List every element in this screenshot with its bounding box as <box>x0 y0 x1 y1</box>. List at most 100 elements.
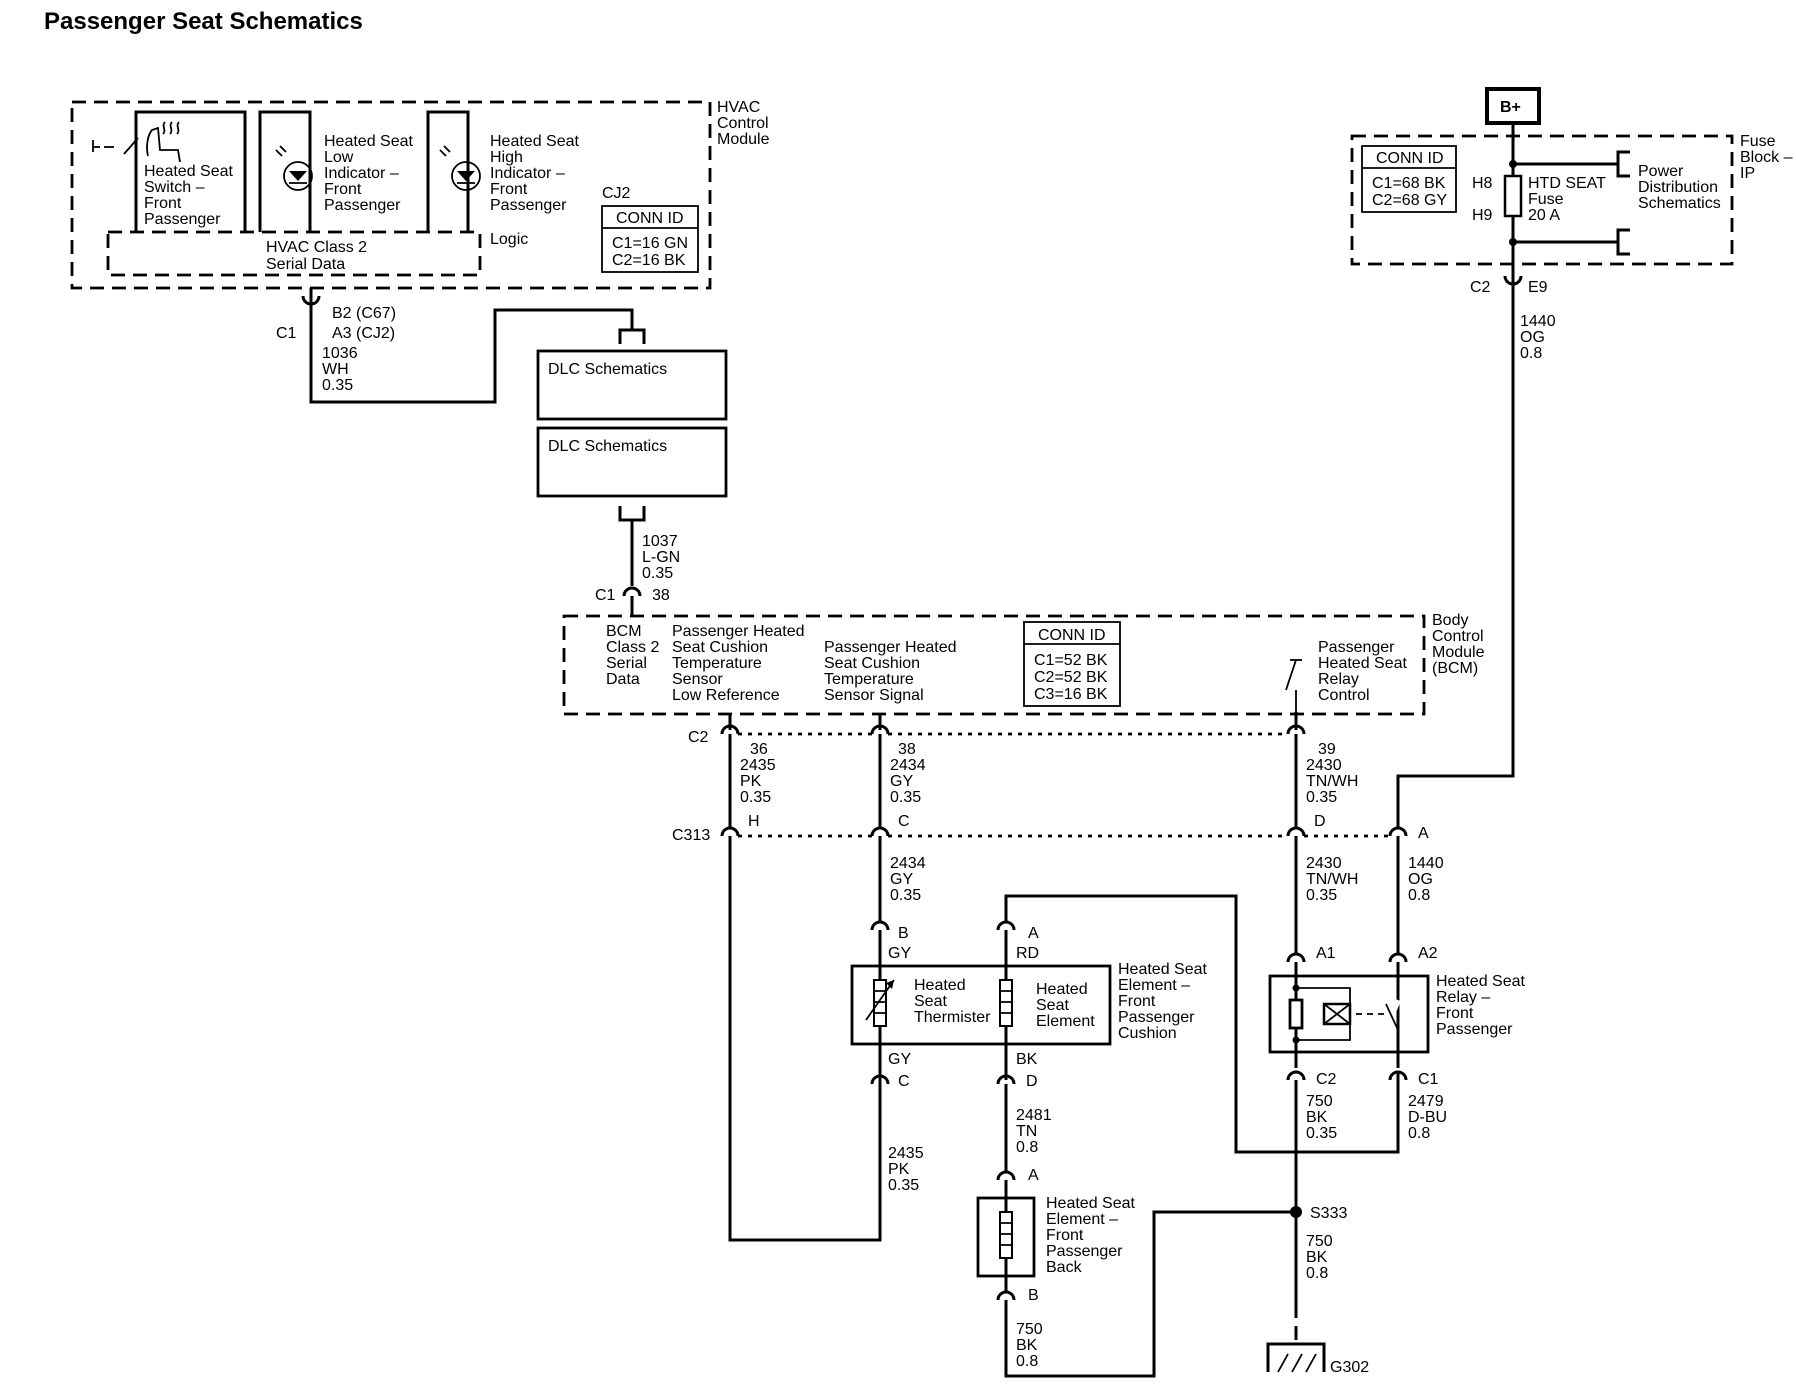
pin-a3-label: A3 (CJ2) <box>332 325 395 342</box>
svg-text:0.8: 0.8 <box>1306 1265 1328 1282</box>
page-title: Passenger Seat Schematics <box>44 8 363 35</box>
svg-text:TN/WH: TN/WH <box>1306 773 1358 790</box>
svg-text:C2=16 BK: C2=16 BK <box>612 252 686 269</box>
svg-text:Class 2: Class 2 <box>606 639 659 656</box>
svg-text:Power: Power <box>1638 163 1684 180</box>
logic-label: Logic <box>490 231 528 248</box>
svg-text:0.35: 0.35 <box>322 377 353 394</box>
svg-text:OG: OG <box>1408 871 1433 888</box>
c313-pin-c: C <box>898 813 910 830</box>
low-indicator-label: Heated Seat Low Indicator – Front Passen… <box>324 133 414 214</box>
svg-text:2430: 2430 <box>1306 855 1342 872</box>
svg-text:2430: 2430 <box>1306 757 1342 774</box>
wire-2481-label: 2481 TN 0.8 <box>1016 1107 1052 1156</box>
back-heater-element-icon <box>999 1211 1013 1259</box>
svg-text:Seat Cushion: Seat Cushion <box>672 639 768 656</box>
thermistor-label: Heated Seat Thermister <box>914 977 991 1026</box>
svg-text:C2=68 GY: C2=68 GY <box>1372 192 1447 209</box>
svg-text:2434: 2434 <box>890 757 926 774</box>
svg-text:Cushion: Cushion <box>1118 1025 1177 1042</box>
pin-e9-label: E9 <box>1528 279 1548 296</box>
cushion-pin-c: C <box>898 1073 910 1090</box>
svg-text:20 A: 20 A <box>1528 207 1560 224</box>
svg-text:Seat: Seat <box>914 993 947 1010</box>
svg-text:Heated Seat: Heated Seat <box>490 133 580 150</box>
svg-text:Heated Seat: Heated Seat <box>1436 973 1526 990</box>
svg-text:OG: OG <box>1520 329 1545 346</box>
svg-text:C1=16 GN: C1=16 GN <box>612 235 688 252</box>
svg-text:0.8: 0.8 <box>1408 887 1430 904</box>
cj2-label: CJ2 <box>602 185 631 202</box>
svg-text:0.8: 0.8 <box>1408 1125 1430 1142</box>
svg-text:C3=16 BK: C3=16 BK <box>1034 686 1108 703</box>
svg-text:0.8: 0.8 <box>1016 1353 1038 1370</box>
relay-pin-a1: A1 <box>1316 945 1336 962</box>
hvac-conn-id-table: CONN ID C1=16 GN C2=16 BK <box>601 205 699 273</box>
hvac-serial-data-label: HVAC Class 2 Serial Data <box>266 239 367 273</box>
svg-text:Indicator –: Indicator – <box>490 165 565 182</box>
relay-label: Heated Seat Relay – Front Passenger <box>1436 973 1526 1038</box>
cushion-heater-label: Heated Seat Element <box>1036 981 1095 1030</box>
svg-text:Element –: Element – <box>1118 977 1190 994</box>
svg-text:Sensor: Sensor <box>672 671 723 688</box>
bcm-serial-data-label: BCM Class 2 Serial Data <box>606 623 659 688</box>
cushion-pin-a: A <box>1028 925 1039 942</box>
svg-text:Block –: Block – <box>1740 149 1793 166</box>
htd-seat-fuse-icon <box>1503 174 1523 218</box>
svg-text:Passenger: Passenger <box>490 197 567 214</box>
heater-element-icon <box>999 979 1013 1027</box>
svg-text:L-GN: L-GN <box>642 549 680 566</box>
svg-text:Control: Control <box>1432 628 1484 645</box>
fuse-block-ip: Fuse Block – IP CONN ID C1=68 BK C2=68 G… <box>1350 133 1793 290</box>
svg-text:Passenger Heated: Passenger Heated <box>824 639 957 656</box>
wire-2434-lower-label: 2434 GY 0.35 <box>890 855 926 904</box>
svg-text:Module: Module <box>1432 644 1485 661</box>
svg-text:Front: Front <box>324 181 362 198</box>
cushion-element: B GY A RD Heated Seat Thermister Heated … <box>850 920 1208 1090</box>
c313-connector: C313 H C D A <box>672 813 1429 844</box>
hvac-control-module: HVAC Control Module Heated Seat Switch –… <box>70 99 770 290</box>
svg-text:Sensor Signal: Sensor Signal <box>824 687 924 704</box>
svg-text:Temperature: Temperature <box>672 655 762 672</box>
wire-750-ground-label: 750 BK 0.8 <box>1306 1233 1333 1282</box>
wire-1440-lower-label: 1440 OG 0.8 <box>1408 855 1444 904</box>
back-element-label: Heated Seat Element – Front Passenger Ba… <box>1046 1195 1136 1276</box>
wire-2430-lower-label: 2430 TN/WH 0.35 <box>1306 855 1358 904</box>
svg-text:750: 750 <box>1306 1233 1333 1250</box>
svg-text:DLC Schematics: DLC Schematics <box>548 438 667 455</box>
sensor-signal-label: Passenger Heated Seat Cushion Temperatur… <box>824 639 957 704</box>
svg-text:Serial: Serial <box>606 655 647 672</box>
svg-text:Passenger: Passenger <box>1318 639 1395 656</box>
wire-1036 <box>309 288 634 404</box>
svg-text:Switch –: Switch – <box>144 179 205 196</box>
cushion-pin-b: B <box>898 925 909 942</box>
bcm-c2-connector: C2 36 38 39 <box>688 724 1336 758</box>
wire-2430-upper-label: 2430 TN/WH 0.35 <box>1306 757 1358 806</box>
wire-2434-upper-label: 2434 GY 0.35 <box>890 757 926 806</box>
c313-label: C313 <box>672 827 710 844</box>
cushion-gy-bottom: GY <box>888 1051 911 1068</box>
svg-text:0.8: 0.8 <box>1016 1139 1038 1156</box>
wire-750-back-label: 750 BK 0.8 <box>1016 1321 1043 1370</box>
cushion-bk: BK <box>1016 1051 1038 1068</box>
seat-heater-icon <box>146 121 181 163</box>
hvac-connector: C1 B2 (C67) A3 (CJ2) <box>276 295 396 342</box>
svg-text:2435: 2435 <box>888 1145 924 1162</box>
svg-text:CONN ID: CONN ID <box>1376 150 1444 167</box>
svg-text:750: 750 <box>1016 1321 1043 1338</box>
svg-text:0.8: 0.8 <box>1520 345 1542 362</box>
svg-text:GY: GY <box>890 773 913 790</box>
svg-text:Front: Front <box>1046 1227 1084 1244</box>
dlc-schematics-box-2: DLC Schematics <box>536 426 728 498</box>
svg-text:Fuse: Fuse <box>1740 133 1776 150</box>
bcm-pin-38: 38 <box>898 741 916 758</box>
low-indicator-led-icon <box>275 145 313 191</box>
svg-text:Indicator –: Indicator – <box>324 165 399 182</box>
svg-text:2481: 2481 <box>1016 1107 1052 1124</box>
wire-1440-upper <box>1396 284 1515 828</box>
svg-text:Control: Control <box>717 115 769 132</box>
svg-text:Relay –: Relay – <box>1436 989 1490 1006</box>
cushion-element-label: Heated Seat Element – Front Passenger Cu… <box>1118 961 1208 1042</box>
svg-text:BK: BK <box>1016 1337 1038 1354</box>
svg-text:0.35: 0.35 <box>642 565 673 582</box>
